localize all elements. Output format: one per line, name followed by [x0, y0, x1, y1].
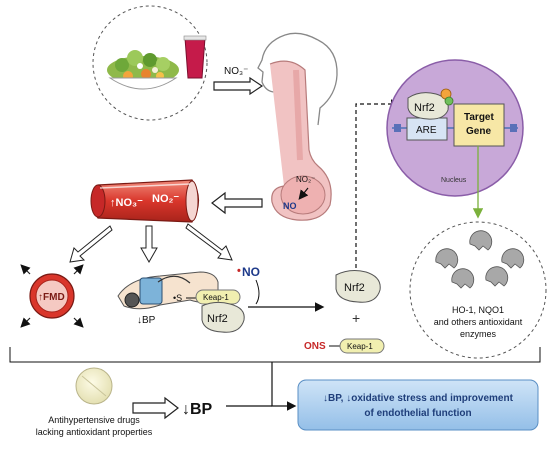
vessel-to-fmd-arrow	[69, 225, 113, 263]
target-gene-line1: Target	[464, 112, 494, 123]
nucleus-nrf2-shape	[407, 88, 454, 120]
ons-keap1-shape	[339, 338, 385, 354]
fmd-label: ↑FMD	[38, 292, 65, 303]
nitrate-intake-label: NO₃⁻	[224, 66, 248, 77]
nrf2-complex-shape	[201, 301, 245, 333]
summary-bracket	[9, 347, 541, 363]
target-gene-box	[453, 103, 505, 147]
result-box	[297, 379, 539, 431]
target-gene-line2: Gene	[466, 126, 491, 137]
nucleus-label: Nucleus	[441, 177, 467, 184]
blood-vessel-icon	[90, 179, 200, 223]
enzymes-line1: HO-1, NQO1	[452, 305, 504, 315]
drug-line1: Antihypertensive drugs	[48, 415, 140, 425]
salad-bowl-icon	[107, 50, 179, 90]
vessel-nitrate-label: ↑NO₃⁻	[110, 197, 143, 209]
vessel-nitrite-label: NO₂⁻	[152, 193, 179, 205]
stomach-nitrite-to-no-arrow	[298, 187, 309, 200]
stomach-no-label: NO	[283, 201, 297, 211]
diet-circle	[92, 5, 208, 121]
nucleus-nrf2-label: Nrf2	[414, 102, 435, 114]
bp-down-label: ↓BP	[182, 401, 213, 418]
drug-line2: lacking antioxidant properties	[36, 427, 153, 437]
enzymes-line3: enzymes	[460, 329, 497, 339]
keap1-label: Keap-1	[203, 293, 229, 302]
s-radical-label: •S	[173, 293, 182, 303]
ons-label: ONS	[304, 341, 326, 352]
free-nrf2-shape	[335, 270, 381, 303]
enzymes-line2: and others antioxidant	[434, 317, 523, 327]
vessel-to-no-arrow	[185, 223, 233, 261]
no-radical-dot: •	[237, 265, 241, 277]
bp-cuff-icon	[117, 271, 219, 310]
head-outline-icon	[257, 32, 338, 126]
vessel-to-bp-arrow	[140, 225, 158, 264]
pill-icon	[75, 367, 113, 405]
juice-glass-icon	[183, 35, 207, 79]
diet-group: NO₃⁻	[92, 5, 264, 121]
enzymes-circle	[409, 221, 547, 359]
bp-effect-label: ↓BP	[137, 315, 156, 326]
result-line2: of endothelial function	[364, 408, 471, 419]
stomach-nitrite-label: NO₂⁻	[296, 175, 315, 184]
diet-to-mouth-arrow-shape	[213, 76, 264, 96]
nrf2-translocation-arrow	[355, 99, 401, 268]
fmd-circle-icon	[20, 264, 84, 328]
no-to-complex-connector	[255, 279, 260, 305]
are-label: ARE	[416, 125, 437, 136]
nrf2-complex-label: Nrf2	[207, 313, 228, 325]
no-radical-label: NO	[242, 265, 260, 279]
free-nrf2-label: Nrf2	[344, 282, 365, 294]
plus-sign: +	[352, 310, 360, 326]
drug-to-bp-arrow	[132, 396, 179, 420]
ons-keap1-label: Keap-1	[347, 342, 373, 351]
stomach-to-vessel-arrow	[211, 191, 263, 215]
summary-to-result-arrow	[271, 362, 297, 411]
enzyme-icon	[435, 230, 525, 289]
result-line1: ↓BP, ↓oxidative stress and improvement	[323, 393, 514, 404]
